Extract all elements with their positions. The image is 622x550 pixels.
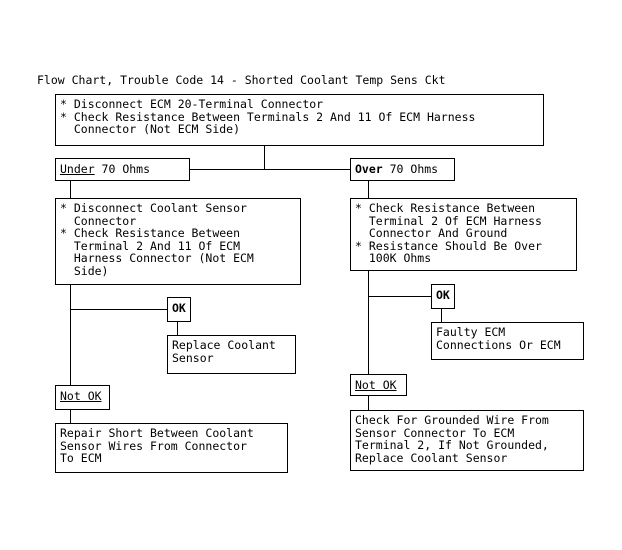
left-ok-box: OK xyxy=(167,297,191,322)
start-step-box: * Disconnect ECM 20-Terminal Connector *… xyxy=(55,94,544,146)
chart-title: Flow Chart, Trouble Code 14 - Shorted Co… xyxy=(37,73,446,87)
right-ok-box: OK xyxy=(431,284,455,309)
right-not-ok-result-box: Check For Grounded Wire From Sensor Conn… xyxy=(350,410,584,471)
left-not-ok-result-box: Repair Short Between Coolant Sensor Wire… xyxy=(55,423,288,473)
connector-split-horizontal xyxy=(190,169,350,170)
connector-right-notok-down xyxy=(368,396,369,410)
under-value: 70 Ohms xyxy=(94,162,151,176)
connector-left-notok-down xyxy=(70,410,71,423)
over-label: Over xyxy=(355,162,383,176)
right-ok-result-box: Faulty ECM Connections Or ECM xyxy=(431,322,584,360)
connector-right-ok-branch xyxy=(368,296,431,297)
connector-left-ok-down xyxy=(177,322,178,335)
connector-over-down xyxy=(368,181,369,198)
left-ok-result-box: Replace Coolant Sensor xyxy=(167,335,296,374)
connector-right-step-down xyxy=(368,271,369,374)
connector-left-step-down xyxy=(70,285,71,385)
connector-start-down xyxy=(264,146,265,170)
over-70-ohms-box: Over 70 Ohms xyxy=(350,158,455,181)
connector-under-down xyxy=(70,181,71,198)
under-label: Under xyxy=(60,162,95,176)
connector-right-ok-down xyxy=(441,309,442,322)
left-not-ok-box: Not OK xyxy=(55,385,110,410)
over-value: 70 Ohms xyxy=(382,162,439,176)
connector-left-ok-branch xyxy=(70,309,167,310)
right-not-ok-box: Not OK xyxy=(350,374,407,396)
right-step-box: * Check Resistance Between Terminal 2 Of… xyxy=(350,198,577,271)
left-step-box: * Disconnect Coolant Sensor Connector * … xyxy=(55,198,301,285)
under-70-ohms-box: Under 70 Ohms xyxy=(55,158,190,181)
